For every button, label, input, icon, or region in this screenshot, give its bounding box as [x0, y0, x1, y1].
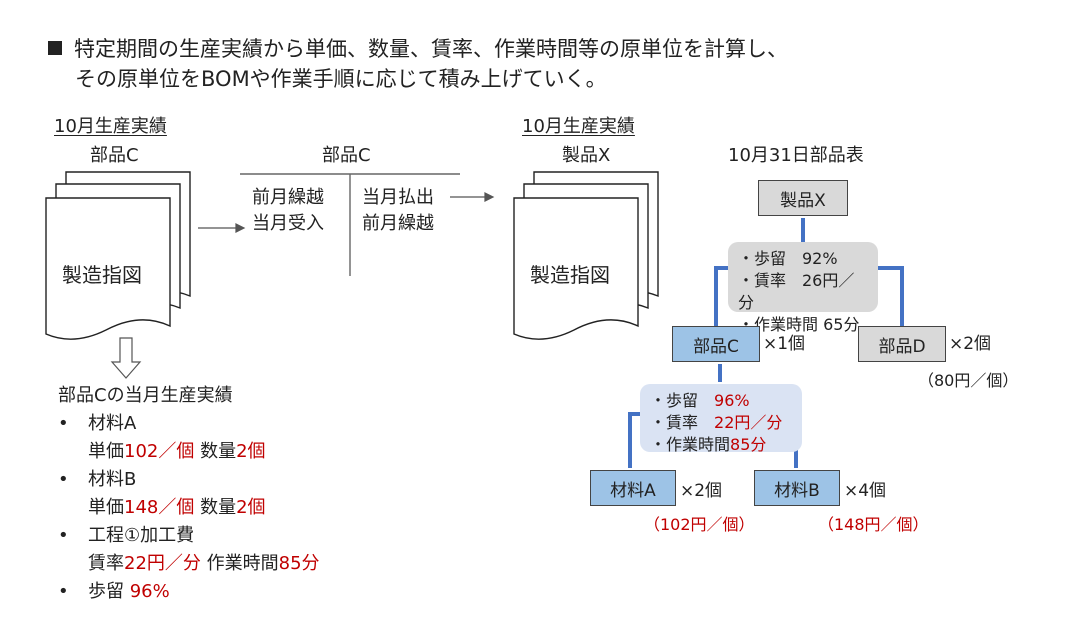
material-b-price: （148円／個） — [818, 515, 929, 534]
part-c-qty: ×1個 — [763, 334, 806, 354]
results-material-b: 材料B — [88, 469, 137, 490]
bom-title: 10月31日部品表 — [728, 145, 864, 166]
bom-part-c-box: 部品C — [672, 326, 760, 362]
results-material-a-unit-label: 単価 — [88, 441, 124, 462]
results-rate-label: 賃率 — [88, 553, 124, 574]
arrow-right-icon — [450, 192, 495, 202]
middle-doc-label: 製造指図 — [530, 263, 610, 287]
left-caption: 10月生産実績 — [54, 116, 167, 137]
material-a-qty: ×2個 — [680, 481, 723, 501]
results-material-b-unit-label: 単価 — [88, 497, 124, 518]
left-doc-label: 製造指図 — [62, 263, 142, 287]
material-a-price: （102円／個） — [644, 515, 755, 534]
bom-upper-note: ・歩留 92% ・賃率 26円／分 ・作業時間 65分 — [728, 242, 878, 334]
document-stack-left-icon — [45, 171, 191, 340]
results-material-a-qty-value: 2個 — [236, 441, 266, 462]
part-d-price: （80円／個） — [918, 371, 1019, 390]
results-list: 部品Cの当月生産実績 •材料A 単価102／個 数量2個 •材料B 単価148／… — [58, 382, 320, 606]
results-title: 部品Cの当月生産実績 — [58, 385, 233, 406]
header-line-2: その原単位をBOMや作業手順に応じて積み上げていく。 — [75, 67, 607, 91]
upper-note-line: ・賃率 26円／分 — [738, 271, 855, 312]
lower-note-rate-value: 22円／分 — [714, 413, 783, 432]
lower-note-time-label: ・作業時間 — [650, 435, 731, 454]
upper-note-line: ・歩留 92% — [738, 249, 838, 268]
bullet-icon: • — [58, 413, 69, 434]
lower-note-yield-value: 96% — [714, 391, 750, 410]
ledger-credit-item: 前月繰越 — [362, 213, 434, 234]
lower-note-time-value: 85分 — [730, 435, 767, 454]
results-material-b-qty-value: 2個 — [236, 497, 266, 518]
ledger-credit-item: 当月払出 — [362, 187, 434, 208]
results-time-label: 作業時間 — [206, 553, 279, 574]
t-account-lines — [240, 173, 460, 276]
ledger-debit: 前月繰越 当月受入 — [252, 185, 324, 237]
bom-lower-note: ・歩留 96% ・賃率 22円／分 ・作業時間85分 — [640, 384, 802, 454]
results-material-b-qty-label: 数量 — [200, 497, 237, 518]
results-material-a: 材料A — [88, 413, 137, 434]
bom-material-b-box: 材料B — [754, 470, 840, 506]
arrow-right-icon — [198, 223, 246, 233]
results-material-a-qty-label: 数量 — [200, 441, 237, 462]
part-d-qty: ×2個 — [949, 334, 992, 354]
material-b-qty: ×4個 — [844, 481, 887, 501]
header-line-1: 特定期間の生産実績から単価、数量、賃率、作業時間等の原単位を計算し、 — [74, 37, 788, 61]
upper-note-line: ・作業時間 65分 — [738, 315, 860, 334]
results-rate-value: 22円／分 — [124, 553, 201, 574]
results-time-value: 85分 — [278, 553, 320, 574]
results-material-a-unit-value: 102／個 — [124, 441, 195, 462]
middle-caption: 10月生産実績 — [522, 116, 635, 137]
results-yield-value: 96% — [129, 581, 170, 602]
lower-note-rate-label: ・賃率 — [650, 413, 699, 432]
ledger-title: 部品C — [322, 145, 371, 166]
hollow-down-arrow-icon — [110, 337, 142, 379]
results-process: 工程①加工費 — [88, 525, 195, 546]
left-part-label: 部品C — [90, 145, 139, 166]
bom-material-a-box: 材料A — [590, 470, 676, 506]
ledger-credit: 当月払出 前月繰越 — [362, 185, 434, 237]
header: 特定期間の生産実績から単価、数量、賃率、作業時間等の原単位を計算し、 その原単位… — [48, 34, 788, 94]
bullet-icon: • — [58, 525, 69, 546]
middle-product-label: 製品X — [562, 145, 611, 166]
square-bullet-icon — [48, 41, 62, 55]
ledger-debit-item: 前月繰越 — [252, 187, 324, 208]
bom-product-x-box: 製品X — [758, 180, 848, 216]
bom-part-d-box: 部品D — [858, 326, 946, 362]
bullet-icon: • — [58, 581, 69, 602]
bullet-icon: • — [58, 469, 69, 490]
lower-note-yield-label: ・歩留 — [650, 391, 699, 410]
results-yield-label: 歩留 — [88, 581, 124, 602]
results-material-b-unit-value: 148／個 — [124, 497, 195, 518]
document-stack-middle-icon — [513, 171, 659, 340]
ledger-debit-item: 当月受入 — [252, 213, 324, 234]
